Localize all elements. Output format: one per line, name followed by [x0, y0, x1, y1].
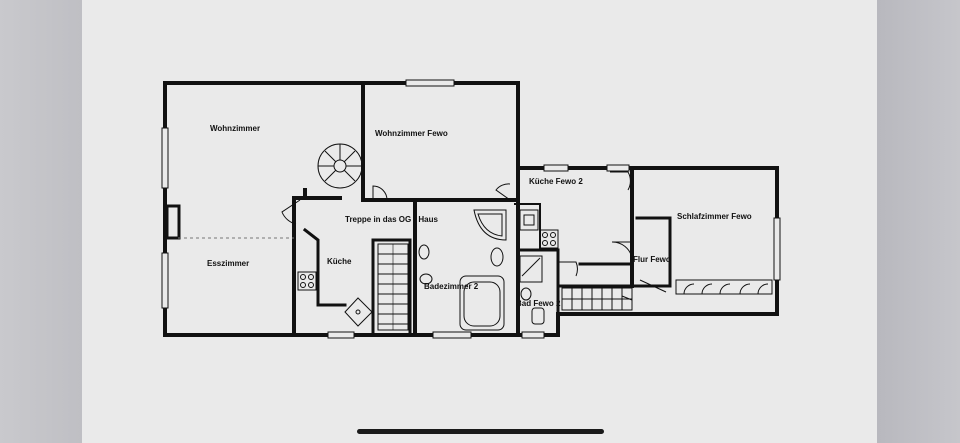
fewo-kitchen-icon	[519, 209, 559, 249]
wall-bad-fewo	[516, 248, 560, 316]
room-label-flur-fewo: Flur Fewo	[633, 255, 671, 264]
room-label-esszimmer: Esszimmer	[207, 259, 250, 268]
wall-treppe	[371, 238, 412, 337]
stair-icon	[377, 243, 409, 331]
home-indicator[interactable]	[357, 429, 604, 434]
window-fewo-top-1	[543, 164, 569, 172]
window-top	[405, 79, 455, 87]
room-label-schlafzimmer-fewo: Schlafzimmer Fewo	[677, 212, 752, 221]
room-label-treppe: Treppe in das OG - Haus	[345, 215, 438, 224]
left-margin	[0, 0, 82, 443]
window-bottom-3	[521, 331, 545, 339]
doors	[281, 171, 667, 301]
spiral-stair-icon	[317, 143, 363, 189]
wall-kueche-counter	[302, 227, 375, 337]
room-label-bad-fewo-2: Bad Fewo 2	[516, 299, 561, 308]
room-label-badezimmer-2: Badezimmer 2	[424, 282, 479, 291]
room-label-kueche-fewo-2: Küche Fewo 2	[529, 177, 583, 186]
bad-fewo-fixtures	[519, 255, 545, 325]
window-fewo-top-2	[606, 164, 630, 172]
window-bottom-2	[432, 331, 472, 339]
wall-kueche	[292, 188, 342, 337]
window-left-2	[161, 252, 169, 309]
window-fewo-right	[773, 217, 781, 281]
right-margin	[877, 0, 960, 443]
sink-icon	[344, 297, 373, 327]
window-bottom-1	[327, 331, 355, 339]
room-label-kueche: Küche	[327, 257, 352, 266]
wall-schlaf-left	[635, 216, 672, 288]
chimney	[165, 204, 181, 240]
stove-icon	[297, 271, 317, 291]
wardrobe-icon	[675, 279, 773, 295]
wall-outer-fewo	[516, 166, 779, 337]
wall-flur	[556, 262, 672, 288]
stair-fewo-icon	[561, 287, 633, 311]
bathroom-fixtures	[418, 209, 507, 331]
room-label-wohnzimmer: Wohnzimmer	[210, 124, 261, 133]
room-label-wohnzimmer-2: Wohnzimmer Fewo	[375, 129, 448, 138]
window-left-1	[161, 127, 169, 189]
